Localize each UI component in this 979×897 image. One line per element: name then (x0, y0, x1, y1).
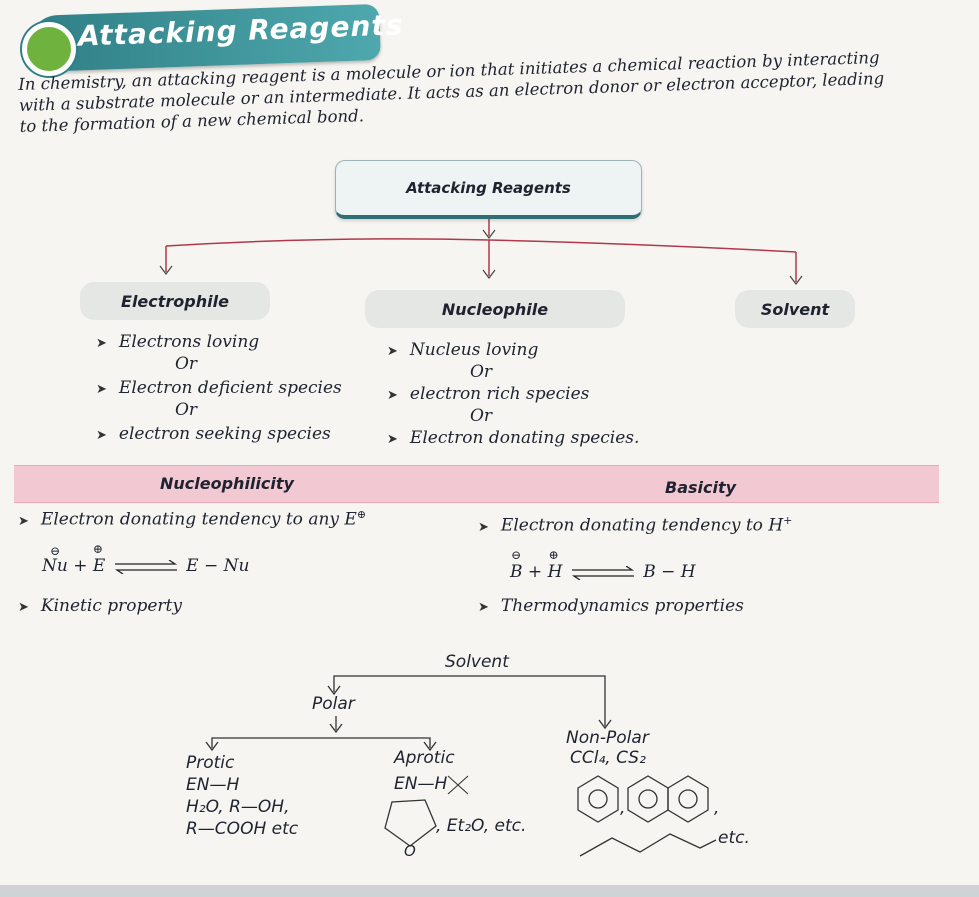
nu-charge: ⊖ (50, 544, 61, 558)
e-plus-charge: ⊕ (356, 508, 367, 521)
nucleophile-label: Nucleophile (365, 290, 625, 328)
protic-title: Protic (186, 753, 235, 773)
polar-node: Polar (312, 694, 355, 714)
nucleophile-or: Or (470, 362, 493, 382)
electrophile-item: Electrons loving (96, 332, 259, 352)
aprotic-examples: , Et₂O, etc. (436, 816, 527, 836)
crossed-h: H (434, 774, 448, 794)
equation-plus: + (73, 556, 88, 576)
nonpolar-comma: , (714, 798, 720, 818)
nucleophilicity-definition: Electron donating tendency to any E⊕ (18, 508, 366, 530)
page-bottom-edge (0, 885, 979, 897)
electrophile-item: Electron deficient species (96, 378, 342, 398)
b-symbol: B (510, 562, 523, 582)
equilibrium-arrow-icon (571, 564, 634, 581)
h-symbol: H (547, 562, 563, 582)
basicity-heading: Basicity (665, 478, 737, 497)
e-charge: ⊕ (92, 542, 103, 556)
electrophile-or: Or (175, 400, 198, 420)
protic-line: H₂O, R—OH, (186, 797, 290, 817)
basicity-equation: B ⊖ + H ⊕ B − H (510, 548, 696, 582)
nucleophilicity-equation: Nu ⊖ + E ⊕ E − Nu (42, 542, 250, 576)
h-plus-charge: + (783, 514, 793, 527)
nucleophile-item: Nucleus loving (387, 340, 538, 360)
comparison-header-band (14, 465, 939, 503)
root-node-attacking-reagents: Attacking Reagents (335, 160, 642, 219)
equation-plus: + (527, 562, 543, 582)
electrophile-label: Electrophile (80, 282, 270, 320)
nucleophile-item: Electron donating species. (387, 428, 640, 448)
protic-line: R—COOH etc (186, 819, 299, 839)
equilibrium-arrow-icon (114, 558, 177, 575)
b-h-product: B − H (643, 562, 696, 582)
electrophile-or: Or (175, 354, 198, 374)
nucleophilicity-heading: Nucleophilicity (160, 474, 294, 493)
nonpolar-title: Non-Polar (566, 728, 649, 748)
electrophile-item: electron seeking species (96, 424, 331, 444)
nonpolar-examples: CCl₄, CS₂ (570, 748, 646, 768)
e-symbol: E (92, 556, 106, 576)
basicity-definition: Electron donating tendency to H+ (478, 514, 792, 536)
solvent-root: Solvent (445, 652, 509, 672)
h-charge: ⊕ (548, 548, 559, 562)
thf-oxygen: O (404, 842, 416, 860)
protic-line: EN—H (186, 775, 240, 795)
nucleophile-or: Or (470, 406, 493, 426)
title-circle-icon (22, 22, 76, 76)
b-charge: ⊖ (511, 548, 522, 562)
kinetic-property: Kinetic property (18, 596, 182, 616)
e-nu-product: E − Nu (186, 556, 250, 576)
solvent-label: Solvent (735, 290, 855, 328)
nonpolar-comma: , (620, 798, 626, 818)
nucleophile-item: electron rich species (387, 384, 589, 404)
nonpolar-etc: etc. (718, 828, 750, 848)
protic-node: Protic EN—H H₂O, R—OH, R—COOH etc (186, 752, 298, 840)
aprotic-en: EN—H (394, 774, 448, 794)
aprotic-title: Aprotic (394, 748, 455, 768)
tree-connectors (159, 216, 803, 285)
nu-symbol: Nu (42, 556, 68, 576)
thermodynamic-property: Thermodynamics properties (478, 596, 744, 616)
